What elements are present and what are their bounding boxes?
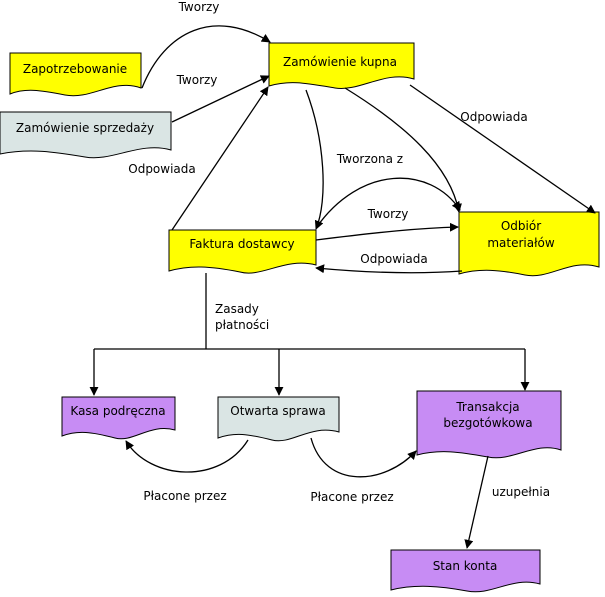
label-uzupelnia: uzupełnia <box>492 485 550 499</box>
node-stan-konta[interactable]: Stan konta <box>390 549 541 593</box>
label-placone-left: Płacone przez <box>143 489 226 503</box>
edge-zamowienie-kupna-to-odbior-curve <box>344 87 462 213</box>
node-kasa-podreczna[interactable]: Kasa podręczna <box>61 396 176 440</box>
edge-faktura-to-zamowienie-kupna <box>171 86 269 231</box>
edge-odbior-to-faktura <box>315 264 463 274</box>
label-odpowiada-bottom: Odpowiada <box>360 252 428 266</box>
node-zapotrzebowanie[interactable]: Zapotrzebowanie <box>9 52 142 97</box>
node-otwarta-sprawa[interactable]: Otwarta sprawa <box>217 396 340 442</box>
label-tworzy-top: Tworzy <box>178 0 220 14</box>
node-transakcja-line2: bezgotówkowa <box>443 416 532 430</box>
node-stan-konta-label: Stan konta <box>433 559 498 573</box>
node-zapotrzebowanie-label: Zapotrzebowanie <box>23 62 127 76</box>
node-zamowienie-sprzedazy-label: Zamówienie sprzedaży <box>16 121 154 135</box>
node-otwarta-sprawa-label: Otwarta sprawa <box>230 404 325 418</box>
label-odpowiada-left: Odpowiada <box>128 162 196 176</box>
edge-otwarta-to-kasa <box>125 439 249 473</box>
edge-otwarta-to-transakcja <box>310 437 417 478</box>
label-tworzona-z: Tworzona z <box>336 152 403 166</box>
node-odbior-line2: materiałów <box>487 236 555 250</box>
label-tworzy-faktura: Tworzy <box>367 207 409 221</box>
node-kasa-podreczna-label: Kasa podręczna <box>70 404 165 418</box>
node-faktura-dostawcy[interactable]: Faktura dostawcy <box>168 229 317 274</box>
edge-zapotrzebowanie-to-zamowienie-kupna <box>141 25 271 89</box>
edge-zasady-platnosci-tree <box>89 273 530 396</box>
edge-transakcja-to-stan-konta <box>464 455 489 549</box>
node-zamowienie-sprzedazy[interactable]: Zamówienie sprzedaży <box>0 111 172 159</box>
label-zasady-line2: płatności <box>215 318 269 332</box>
node-odbior-line1: Odbiór <box>501 219 541 233</box>
node-zamowienie-kupna-label: Zamówienie kupna <box>283 55 397 69</box>
edge-zamowienie-kupna-to-odbior-straight <box>409 84 596 214</box>
node-faktura-dostawcy-label: Faktura dostawcy <box>189 237 294 251</box>
label-tworzy-mid: Tworzy <box>176 73 218 87</box>
label-zasady-line1: Zasady <box>215 302 259 316</box>
edge-sprzedazy-to-zamowienie-kupna <box>171 75 270 123</box>
edge-faktura-odbior-arc <box>315 177 461 229</box>
node-odbior-materialow[interactable]: Odbiór materiałów <box>458 211 600 277</box>
label-placone-right: Płacone przez <box>310 490 393 504</box>
node-transakcja-bezgotowkowa[interactable]: Transakcja bezgotówkowa <box>416 390 562 459</box>
label-odpowiada-right: Odpowiada <box>460 110 528 124</box>
edge-faktura-to-odbior <box>315 222 459 241</box>
edge-zamowienie-kupna-to-faktura <box>305 89 324 230</box>
node-transakcja-line1: Transakcja <box>455 400 519 414</box>
node-zamowienie-kupna[interactable]: Zamówienie kupna <box>268 42 415 89</box>
